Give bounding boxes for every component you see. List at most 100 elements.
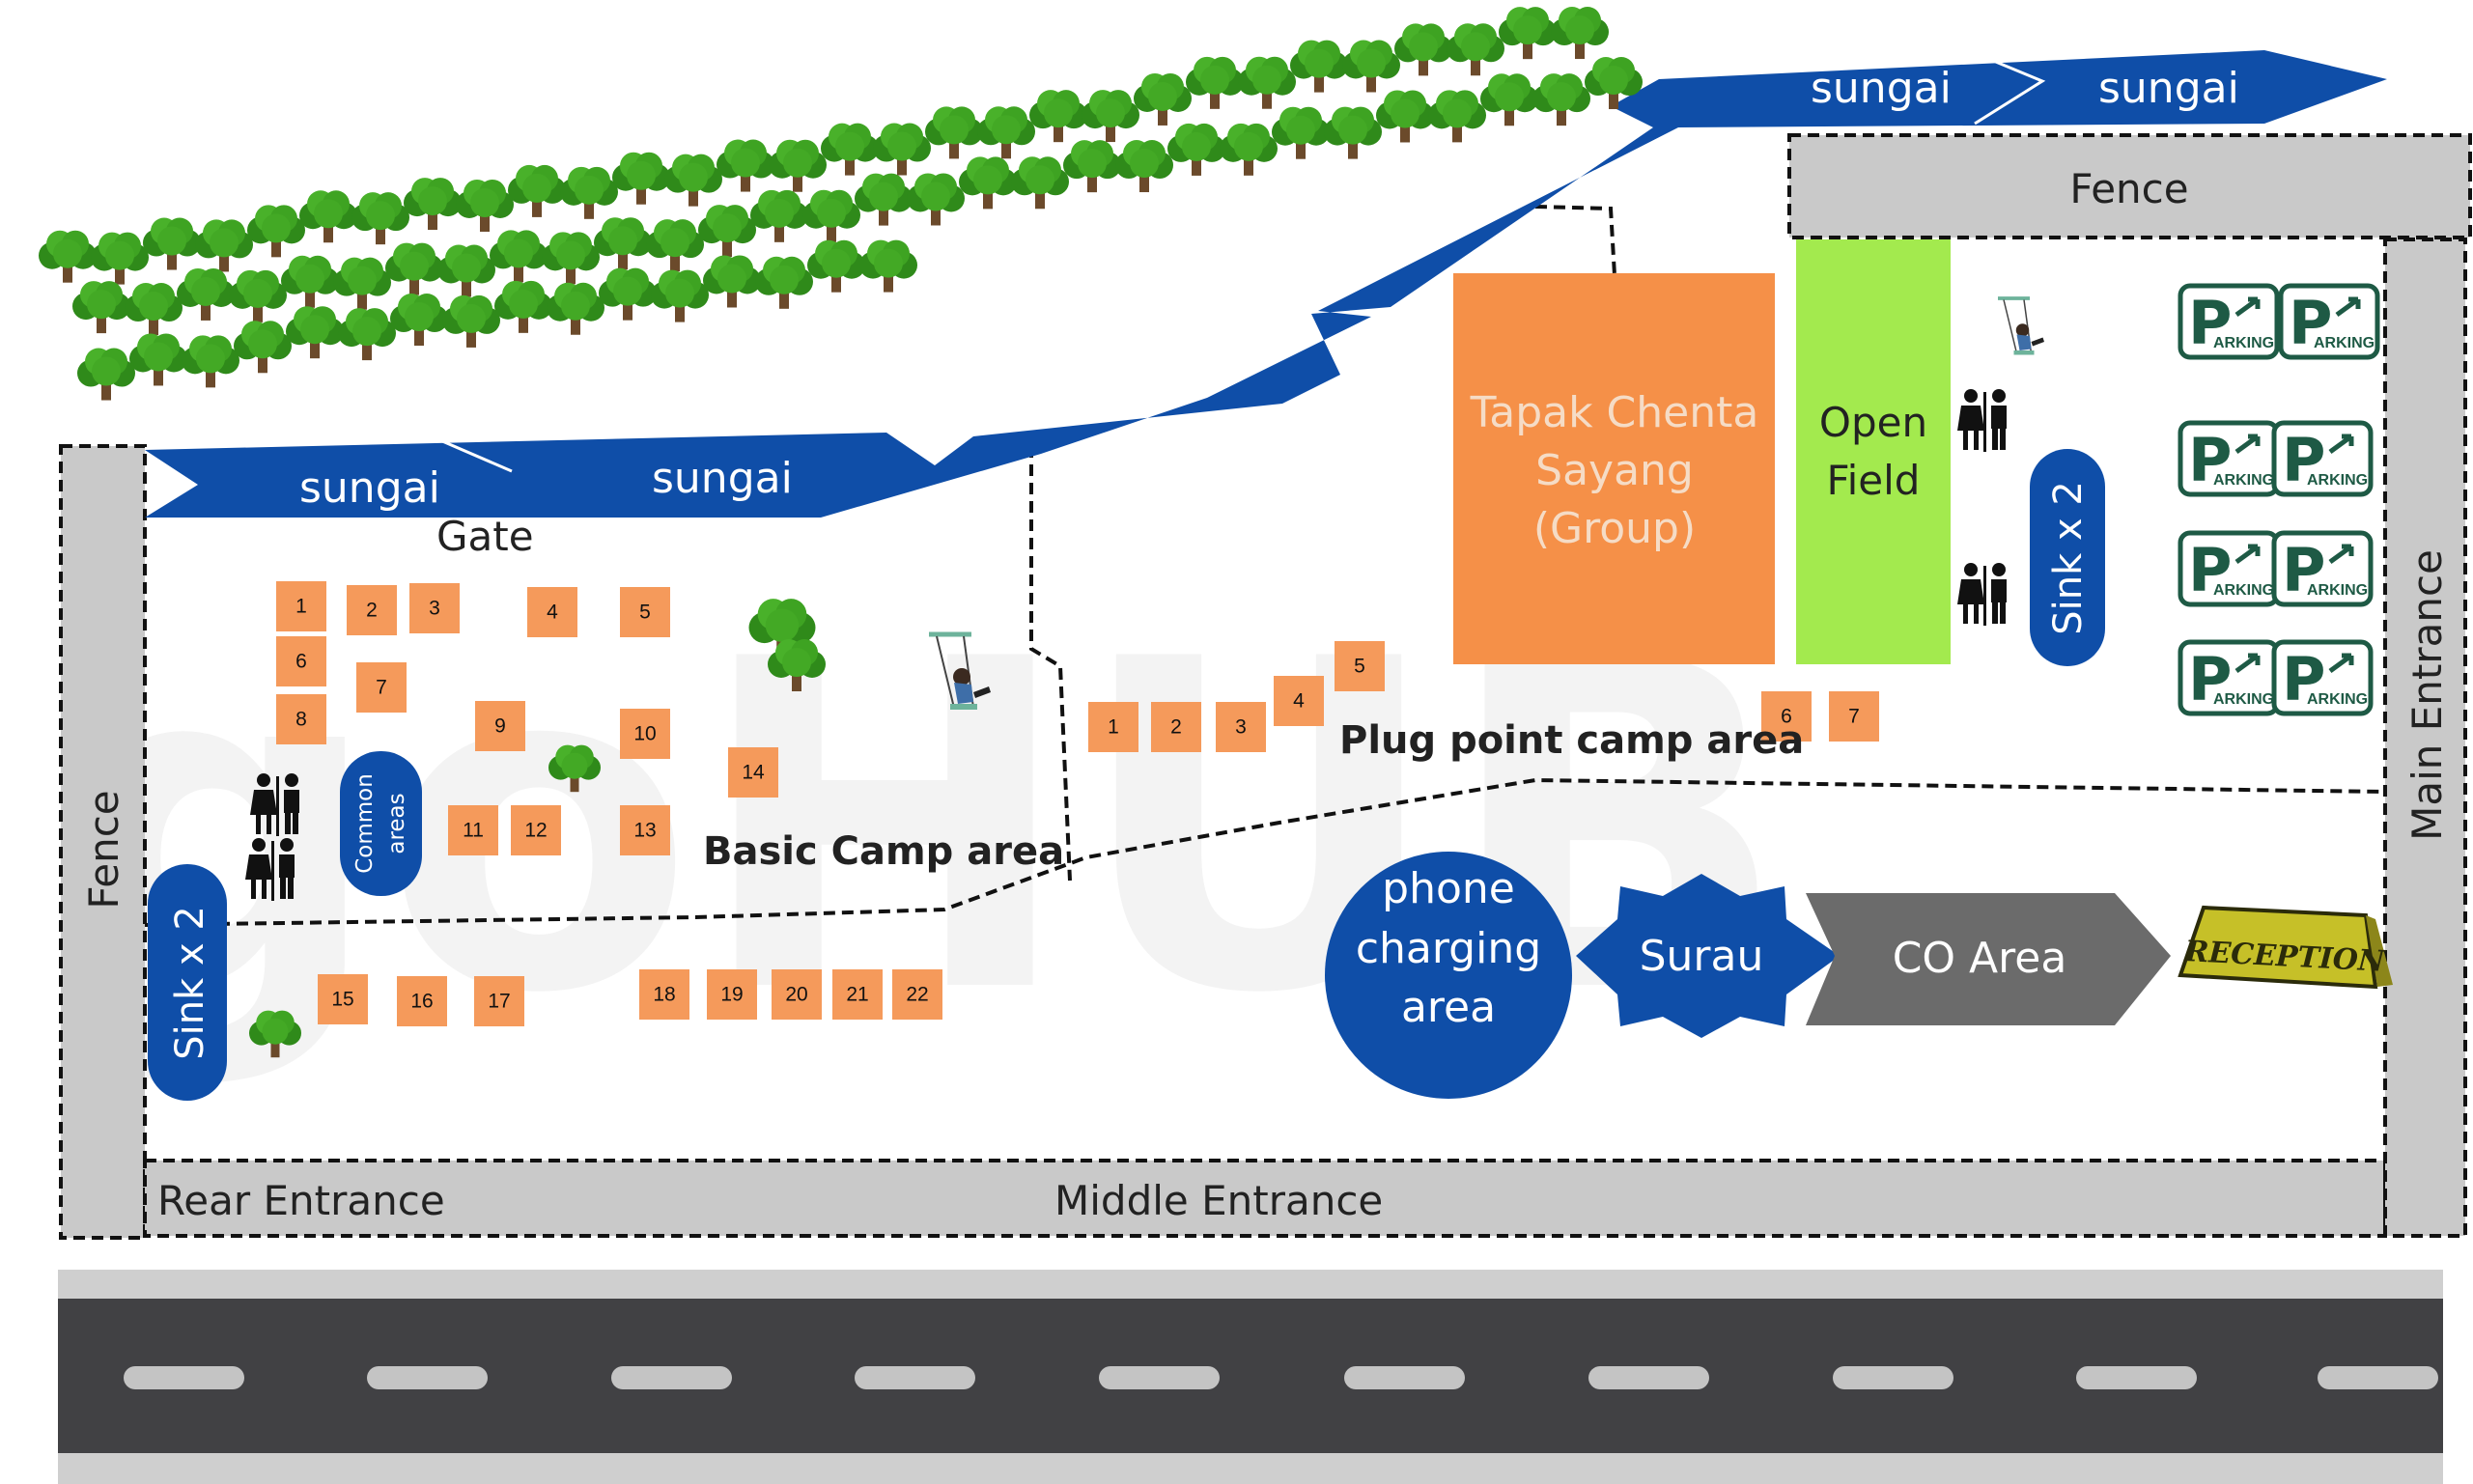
basic-camp-plot: 18 [639,969,689,1020]
sink-left [148,864,227,1101]
tree-icon [1394,23,1452,76]
basic-camp-plot: 4 [527,587,577,637]
basic-camp-plot-box [620,709,670,759]
top-fence-label: Fence [2069,165,2188,212]
tree-icon [143,217,201,270]
basic-camp-plot-number: 9 [494,715,506,738]
tree-icon [77,348,135,401]
plug-point-plot-box [1216,702,1266,752]
tree-icon [1551,7,1609,60]
basic-camp-plot: 7 [356,662,407,713]
basic-camp-plot: 16 [397,976,447,1026]
tapak-label-line2: Sayang [1535,446,1694,495]
tree-icon [494,280,552,333]
section-divider [1029,446,1072,882]
phone-charging-label-line3: area [1401,983,1496,1032]
parking-sign-icon [2281,286,2377,358]
basic-camp-plot-box [318,974,368,1024]
tree-icon [925,106,983,159]
surau-label: Surau [1640,932,1764,981]
tree-icon [594,217,652,270]
basic-camp-plot: 20 [772,969,822,1020]
river-label: sungai [2098,64,2239,113]
plug-point-plot: 5 [1335,641,1385,691]
basic-camp-plot-box [397,976,447,1026]
tree-icon [612,152,670,205]
tree-icon [404,178,462,231]
lane-dash [367,1366,488,1389]
tree-icon [338,308,396,361]
road-lane-dashes [124,1366,2438,1389]
tree-icon [873,123,931,176]
tree-icon [177,267,235,321]
phone-charging-label-line1: phone [1382,864,1515,913]
playground-swing-icon [1996,296,2046,357]
tree-icon [717,139,774,192]
basic-camp-plot-number: 21 [846,984,868,1006]
tree-icon [385,242,443,295]
basic-camp-plot-box [707,969,757,1020]
basic-camp-plot-number: 8 [295,709,307,731]
basic-camp-plot-number: 19 [720,984,743,1006]
basic-camp-plot-number: 18 [653,984,675,1006]
basic-camp-plot: 14 [728,747,778,798]
tree-icon [599,267,657,321]
tree-icon [229,269,287,322]
basic-camp-plot: 6 [276,636,326,686]
basic-camp-plot-box [448,805,498,855]
basic-camp-plot-number: 13 [633,820,656,842]
gate-label: Gate [436,513,534,560]
tree-icon [281,255,339,308]
plug-point-plot-box [1761,691,1812,742]
plug-point-plot: 4 [1274,676,1324,726]
basic-camp-plot-number: 15 [331,989,353,1011]
plug-point-plot-number: 1 [1108,716,1119,739]
basic-camp-plot-box [409,583,460,633]
tree-icon [977,106,1035,159]
basic-camp-plot-box [511,805,561,855]
tree-icon [490,230,548,283]
basic-camp-plot-number: 20 [785,984,807,1006]
tree-icon [1115,140,1173,193]
river-label: sungai [1811,64,1952,113]
tree-icon [125,283,183,336]
main-entrance-label: Main Entrance [2403,549,2451,841]
basic-camp-plot-number: 2 [366,600,378,622]
tree-icon [1167,123,1225,176]
tree-icon [129,333,187,386]
tree-icon [1238,56,1296,109]
tree-icon [560,166,618,219]
surau-area [1576,874,1840,1038]
phone-charging-label-line2: charging [1356,924,1541,973]
tree-icon [821,123,879,176]
tree-icon [437,244,495,297]
tree-icon [72,281,130,334]
lane-dash [855,1366,975,1389]
basic-camp-plot-box [639,969,689,1020]
sink-right-label: Sink x 2 [2046,481,2091,635]
co-area-label: CO Area [1893,934,2067,983]
parking-sign-icon [2180,286,2277,358]
basic-camp-plot-number: 17 [488,991,510,1013]
tree-icon [1272,106,1330,159]
river-label: sungai [1026,333,1175,424]
tree-icon [651,269,709,322]
basic-camp-plot-number: 10 [633,723,656,745]
tree-icon [542,232,600,285]
tree-icon [508,164,566,217]
tree-icon [907,173,965,226]
tree-icon [807,239,865,293]
tree-icon [703,255,761,308]
tree-icon [234,321,292,374]
tree-icon [333,257,391,310]
tree-icon [1342,40,1400,93]
basic-camp-plot-number: 22 [906,984,928,1006]
tree-icon [390,294,448,347]
basic-camp-plot: 3 [409,583,460,633]
basic-camp-plot-box [276,581,326,631]
basic-camp-plot-number: 7 [376,677,387,699]
tree-icon [646,219,704,272]
tree-icon [1428,90,1486,143]
